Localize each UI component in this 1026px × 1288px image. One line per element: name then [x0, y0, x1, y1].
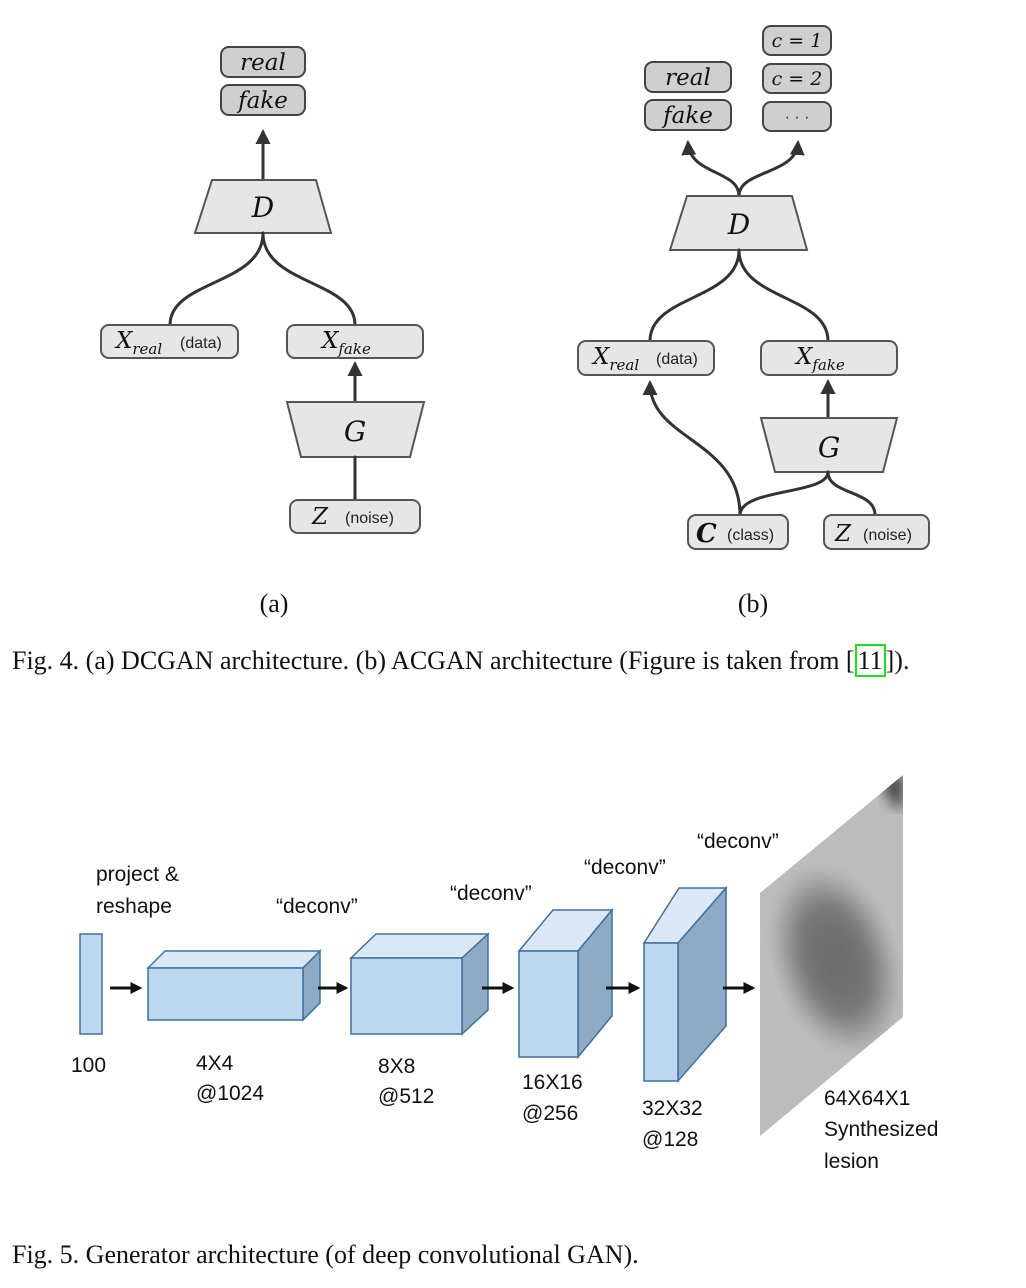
- label-512: @512: [378, 1085, 434, 1108]
- project-label-line2: reshape: [96, 895, 172, 918]
- x-real-symbol-b: Xreal: [591, 344, 639, 374]
- label-lesion: lesion: [824, 1150, 879, 1173]
- generator-block: [285, 401, 426, 458]
- output-real-label-b: real: [665, 65, 711, 91]
- x-real-note-b: (data): [656, 351, 698, 368]
- label-16x16: 16X16: [522, 1071, 583, 1094]
- class-more-box: [762, 101, 832, 132]
- z-noise-box-b: [823, 514, 930, 550]
- label-synthesized: Synthesized: [824, 1118, 938, 1141]
- fig5-diagram: project & reshape “deconv” “deconv” “dec…: [71, 775, 938, 1173]
- class-to-g-wire: [738, 470, 830, 517]
- c-symbol: C: [696, 519, 717, 549]
- label-100: 100: [71, 1054, 106, 1077]
- layer-8x8-block: [349, 932, 490, 1036]
- z-symbol: Z: [311, 504, 329, 530]
- deconv-label-3: “deconv”: [584, 856, 666, 879]
- output-fake-box: [220, 84, 306, 116]
- class-2-label: c = 2: [772, 68, 823, 90]
- synthesized-lesion-image: [760, 775, 903, 1136]
- x-fake-symbol-b: Xfake: [794, 344, 845, 374]
- fig5-caption: Fig. 5. Generator architecture (of deep …: [12, 1240, 639, 1269]
- d-to-class-arrow: [737, 140, 805, 198]
- input-vector-layer: [79, 933, 103, 1035]
- x-fake-box-b: [760, 340, 898, 376]
- deconv-label-1: “deconv”: [276, 895, 358, 918]
- z-noise-box: [289, 499, 421, 534]
- c-class-box: [687, 514, 789, 550]
- label-256: @256: [522, 1102, 578, 1125]
- output-fake-label: fake: [236, 88, 288, 114]
- fig4b-diagram: real fake c = 1 c = 2 · · · D Xreal (dat…: [577, 25, 930, 618]
- deconv-label-2: “deconv”: [450, 882, 532, 905]
- deconv-label-4: “deconv”: [697, 830, 779, 853]
- citation-link[interactable]: 11: [854, 644, 886, 677]
- x-real-symbol: Xreal: [114, 328, 162, 358]
- d-to-realfake-arrow: [681, 140, 741, 198]
- generator-block-b: [759, 417, 899, 473]
- output-real-label: real: [240, 50, 286, 76]
- z-symbol-b: Z: [834, 521, 852, 547]
- output-real-box: [220, 46, 306, 78]
- fig4-caption-end: ]).: [885, 646, 910, 675]
- layer-32x32-block: [642, 886, 728, 1083]
- xreal-to-d-wire-b: [648, 248, 741, 343]
- generator-label: G: [344, 415, 366, 448]
- class-to-xreal-arrow: [642, 380, 742, 517]
- fig4-caption-text: Fig. 4. (a) DCGAN architecture. (b) ACGA…: [12, 646, 855, 675]
- xreal-to-d-wire: [168, 231, 265, 327]
- discriminator-label: D: [251, 191, 274, 224]
- z-note-b: (noise): [863, 527, 912, 544]
- output-fake-label-b: fake: [661, 103, 713, 129]
- label-8x8: 8X8: [378, 1055, 415, 1078]
- z-note: (noise): [345, 510, 394, 527]
- x-fake-symbol: Xfake: [320, 328, 371, 358]
- x-real-box-b: [577, 340, 715, 376]
- discriminator-label-b: D: [727, 208, 750, 241]
- label-1024: @1024: [196, 1082, 264, 1105]
- subfig-a-label: (a): [260, 589, 289, 618]
- class-more-label: · · ·: [785, 109, 810, 126]
- label-64x64x1: 64X64X1: [824, 1087, 910, 1110]
- project-label-line1: project &: [96, 863, 179, 886]
- discriminator-block: [193, 179, 333, 234]
- output-fake-box-b: [644, 99, 732, 131]
- c-note: (class): [727, 527, 774, 544]
- fig4-caption: Fig. 4. (a) DCGAN architecture. (b) ACGA…: [12, 644, 1014, 678]
- subfig-b-label: (b): [738, 589, 768, 618]
- layer-4x4-block: [146, 949, 322, 1022]
- class-1-label: c = 1: [772, 30, 823, 52]
- x-fake-box: [286, 324, 424, 359]
- label-4x4: 4X4: [196, 1052, 234, 1075]
- output-real-box-b: [644, 61, 732, 93]
- x-real-note: (data): [180, 335, 222, 352]
- z-to-g-wire-b: [826, 470, 877, 517]
- xfake-to-d-wire-b: [737, 248, 830, 343]
- label-128: @128: [642, 1128, 698, 1151]
- xfake-to-d-wire: [261, 231, 357, 327]
- fig4a-diagram: real fake D Xreal (data) Xfake G Z (nois…: [100, 46, 426, 618]
- generator-label-b: G: [818, 431, 840, 464]
- x-real-box: [100, 324, 239, 359]
- discriminator-block-b: [668, 195, 809, 251]
- class-1-box: [762, 25, 832, 56]
- label-32x32: 32X32: [642, 1097, 703, 1120]
- layer-16x16-block: [517, 907, 614, 1060]
- class-2-box: [762, 63, 832, 94]
